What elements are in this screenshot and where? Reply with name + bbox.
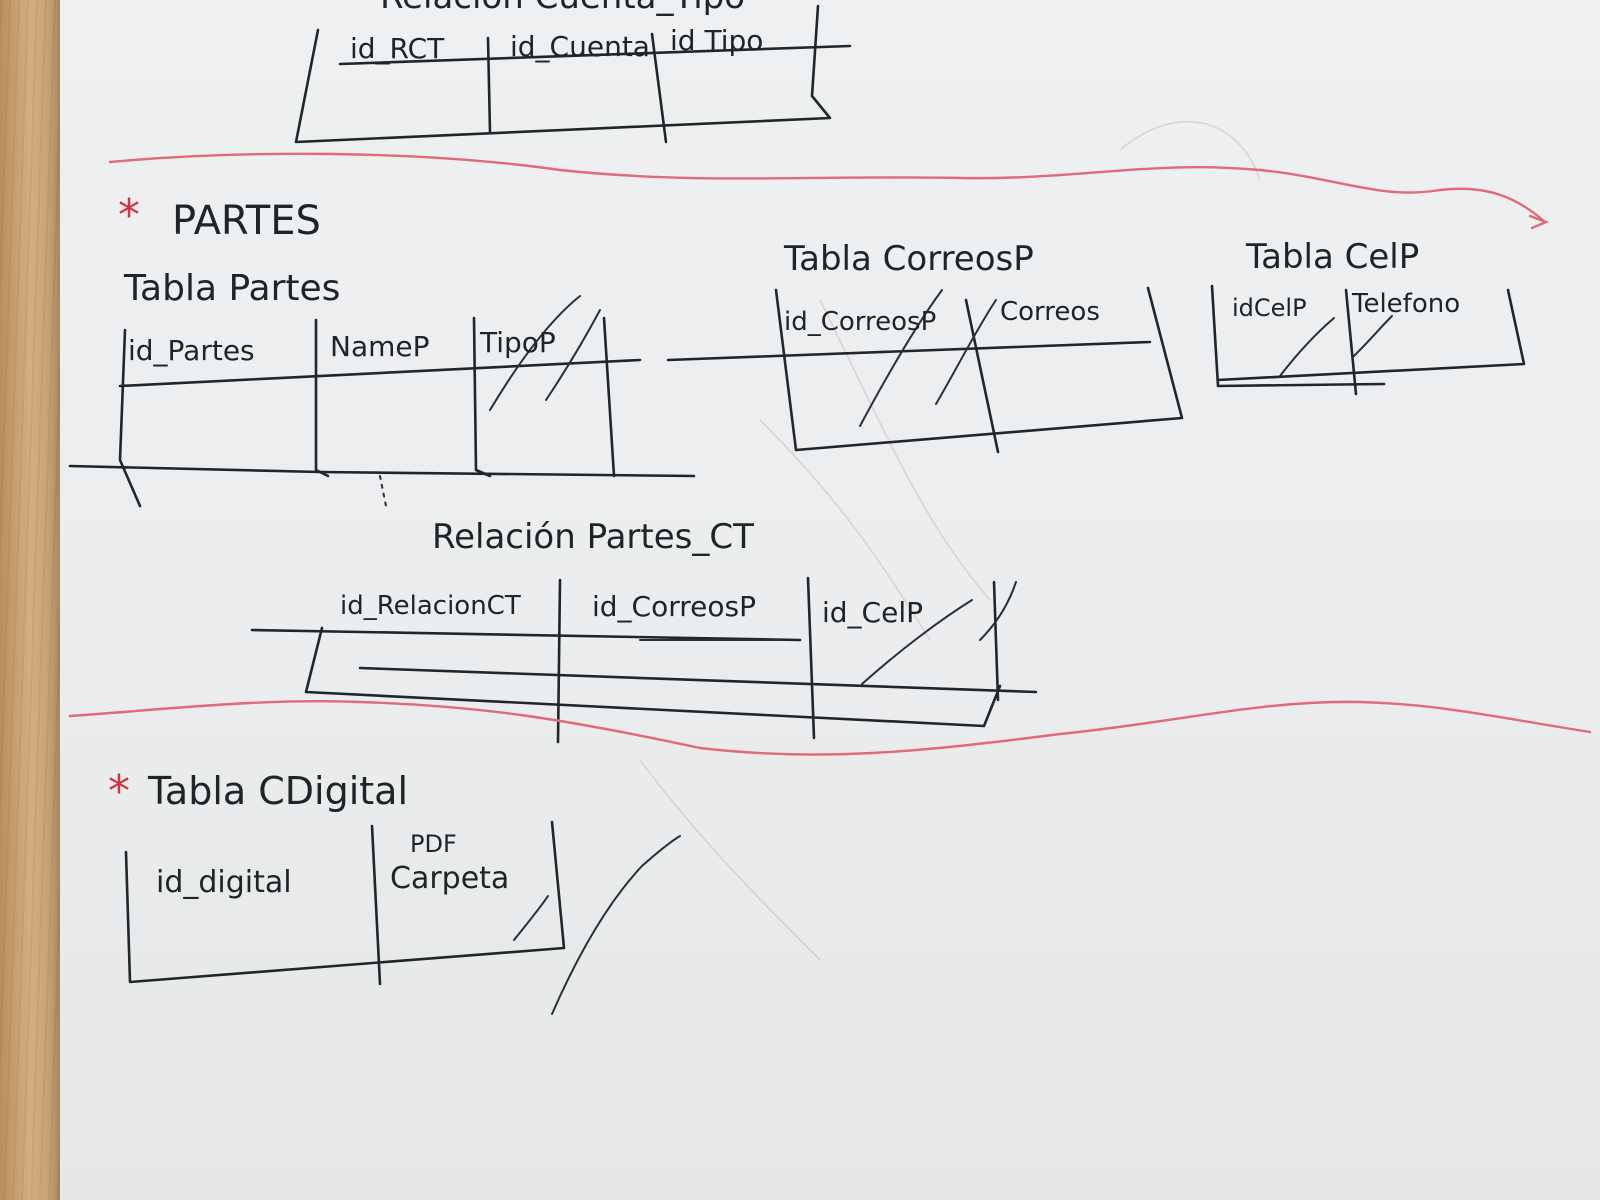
partes-heading: PARTES [172, 198, 321, 244]
relacion-col-3: id_CelP [822, 596, 923, 629]
tabla-correos-col-1: id_CorreosP [784, 307, 936, 337]
relacion-divider-2 [806, 576, 816, 740]
tabla-partes-bottom-line [68, 464, 696, 478]
tabla-partes-title: Tabla Partes [123, 268, 340, 309]
relacion-strike-2 [979, 581, 1017, 641]
tabla-partes-col-1: id_Partes [128, 334, 255, 367]
red-divider-2 [68, 700, 1592, 756]
tabla-partes: Tabla Partes id_Partes NameP TipoP [68, 268, 696, 508]
top-table-border [294, 4, 832, 144]
tabla-partes-strike-2 [545, 309, 601, 401]
tabla-cel: Tabla CelP idCelP Telefono [1210, 237, 1526, 396]
top-table-header-line [338, 44, 852, 66]
partes-marker: * [118, 190, 140, 241]
tabla-correos-title: Tabla CorreosP [783, 239, 1034, 279]
cdigital-heading: Tabla CDigital [147, 769, 408, 813]
relacion-divider-1 [556, 578, 562, 744]
cdigital-col-1: id_digital [156, 865, 292, 900]
tabla-cdigital: Tabla CDigital PDF id_digital Carpeta [124, 769, 566, 986]
tabla-correos-divider [964, 298, 1000, 454]
relacion-header-line [250, 628, 802, 642]
tabla-cel-outline [1210, 284, 1526, 388]
tabla-cel-title: Tabla CelP [1245, 237, 1419, 277]
relacion-outline [304, 626, 1002, 728]
cdigital-divider [370, 824, 382, 986]
loose-diagonal-stroke [551, 835, 681, 1015]
tabla-cel-col-1: idCelP [1232, 294, 1307, 322]
top-table-col-2: id_Cuenta [510, 30, 650, 63]
cdigital-outline [124, 820, 566, 984]
tabla-cel-strike-1 [1279, 317, 1335, 377]
tabla-cel-col-2: Telefono [1351, 289, 1460, 319]
tabla-correos-left-line [666, 340, 1152, 362]
tabla-partes-header-line [118, 358, 642, 388]
relacion-dotted-connector [379, 475, 387, 507]
tabla-partes-col-2: NameP [330, 330, 430, 363]
cdigital-col-2: Carpeta [390, 861, 509, 896]
top-table-title: Relación Cuenta_Tipo [380, 0, 745, 17]
tabla-partes-divider-2 [472, 316, 492, 478]
relacion-strike-1 [861, 599, 973, 685]
tabla-correos-outline [774, 286, 1184, 452]
top-table-divider-1 [486, 36, 492, 134]
top-table: Relación Cuenta_Tipo id_RCT id_Cuenta id… [294, 0, 852, 144]
tabla-partes-col-3: TipoP [479, 326, 556, 359]
top-table-col-1: id_RCT [350, 32, 445, 65]
cdigital-strike [513, 895, 549, 941]
cdigital-marker: * [108, 766, 130, 817]
tabla-cel-divider [1344, 288, 1358, 396]
relacion-col-2: id_CorreosP [592, 590, 756, 623]
top-table-divider-2 [650, 32, 668, 144]
tabla-partes-strike-1 [489, 295, 581, 411]
cdigital-annotation: PDF [410, 830, 457, 858]
relacion-right-border [992, 580, 1000, 702]
red-divider-1-arrow [1528, 214, 1550, 230]
relacion-col-1: id_RelacionCT [340, 591, 521, 621]
tabla-correos-strike-2 [935, 299, 997, 405]
relacion-title: Relación Partes_CT [432, 517, 754, 557]
red-divider-1 [108, 152, 1547, 224]
tabla-correos-strike-1 [859, 289, 943, 427]
relacion-inner-line [358, 666, 1038, 694]
tabla-partes-left-border [118, 328, 142, 508]
tabla-correos: Tabla CorreosP id_CorreosP Correos [666, 239, 1184, 454]
tabla-cel-strike-2 [1353, 315, 1393, 357]
top-table-col-3: id Tipo [670, 24, 763, 57]
tabla-correos-col-2: Correos [1000, 297, 1100, 327]
tabla-partes-divider-1 [314, 318, 330, 478]
relacion-partes-ct: Relación Partes_CT id_RelacionCT id_Corr… [250, 475, 1038, 744]
tabla-partes-right-border [602, 316, 616, 478]
paper-sheet [60, 0, 1600, 1200]
show-through-marks [639, 120, 1261, 961]
